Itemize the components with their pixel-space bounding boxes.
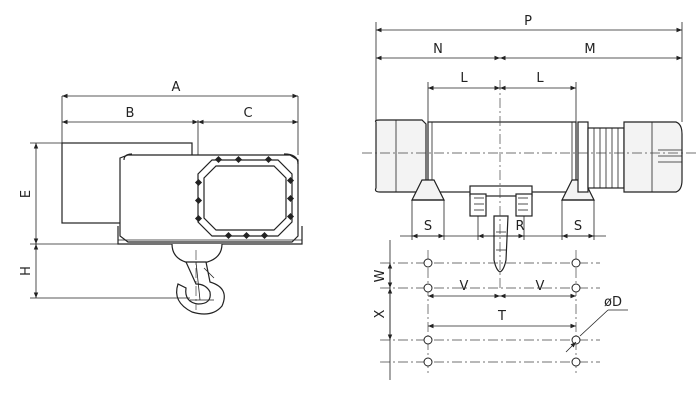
side-end-plate-inner [203, 165, 287, 231]
drum [427, 121, 577, 193]
dim-d-label: øD [604, 295, 622, 310]
side-view [61, 142, 303, 315]
dim-s1-label: S [424, 219, 432, 234]
trolley-wheels [469, 185, 533, 217]
front-dimensions: P N M L L S R S [375, 14, 683, 240]
motor-end-cap [623, 121, 683, 193]
dim-b-label: B [126, 106, 135, 121]
hole [423, 357, 433, 367]
dim-v2-label: V [536, 279, 545, 294]
dim-x-label: X [373, 309, 388, 318]
gearbox-cap [374, 119, 427, 193]
side-dimensions: A B C E H [19, 80, 299, 299]
dim-c-label: C [243, 106, 252, 121]
hole [423, 335, 433, 345]
hook [176, 261, 225, 315]
motor-ribs [577, 121, 625, 193]
dim-s2-label: S [574, 219, 582, 234]
hook-detail [190, 261, 214, 301]
hook-latch [203, 267, 215, 279]
side-end-plate-outer [197, 159, 293, 237]
dim-a-label: A [172, 80, 181, 95]
dim-v1-label: V [460, 279, 469, 294]
hole-pattern: W X V V T øD [373, 240, 628, 380]
dim-r-label: R [515, 219, 524, 234]
front-view [362, 80, 696, 290]
dim-p-label: P [524, 14, 532, 29]
dim-l1-label: L [460, 71, 468, 86]
dim-l2-label: L [536, 71, 544, 86]
dim-m-label: M [584, 42, 595, 57]
hole [571, 283, 581, 293]
dim-w-label: W [373, 269, 388, 282]
hole [571, 335, 581, 345]
hole [423, 258, 433, 268]
side-bolts [194, 155, 295, 240]
dim-e-label: E [19, 190, 34, 198]
hole [423, 283, 433, 293]
hole [571, 258, 581, 268]
side-rail-top [123, 153, 299, 165]
hole [571, 357, 581, 367]
dim-h-label: H [19, 266, 34, 276]
hook-block [171, 243, 223, 265]
dim-t-label: T [497, 309, 506, 324]
front-hook [493, 215, 509, 273]
dim-n-label: N [433, 42, 443, 57]
